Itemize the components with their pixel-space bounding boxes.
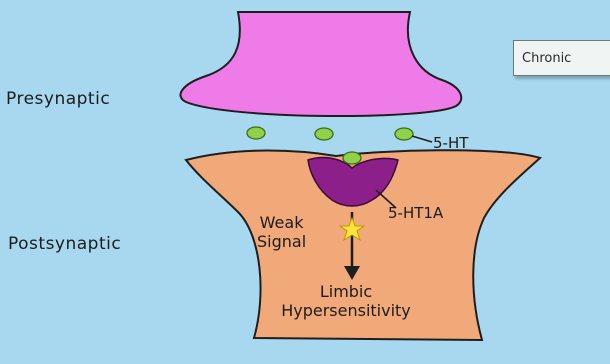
serotonin-vesicle xyxy=(247,127,265,139)
5ht1a-label: 5-HT1A xyxy=(388,206,443,221)
cropped-note-box: Chronic xyxy=(513,40,610,76)
5ht-label: 5-HT xyxy=(433,136,468,151)
outcome-line-1: Limbic xyxy=(256,282,436,301)
serotonin-vesicle xyxy=(315,128,333,140)
outcome-label: Limbic Hypersensitivity xyxy=(256,282,436,320)
5ht-pointer-line xyxy=(412,136,432,142)
presynaptic-label: Presynaptic xyxy=(6,91,110,108)
postsynaptic-label: Postsynaptic xyxy=(8,236,121,253)
weak-signal-line-1: Weak xyxy=(257,213,306,232)
weak-signal-label: Weak Signal xyxy=(257,213,306,251)
presynaptic-terminal xyxy=(180,12,461,116)
serotonin-vesicle xyxy=(343,152,361,164)
outcome-line-2: Hypersensitivity xyxy=(256,301,436,320)
serotonin-vesicle xyxy=(395,128,413,140)
weak-signal-line-2: Signal xyxy=(257,232,306,251)
